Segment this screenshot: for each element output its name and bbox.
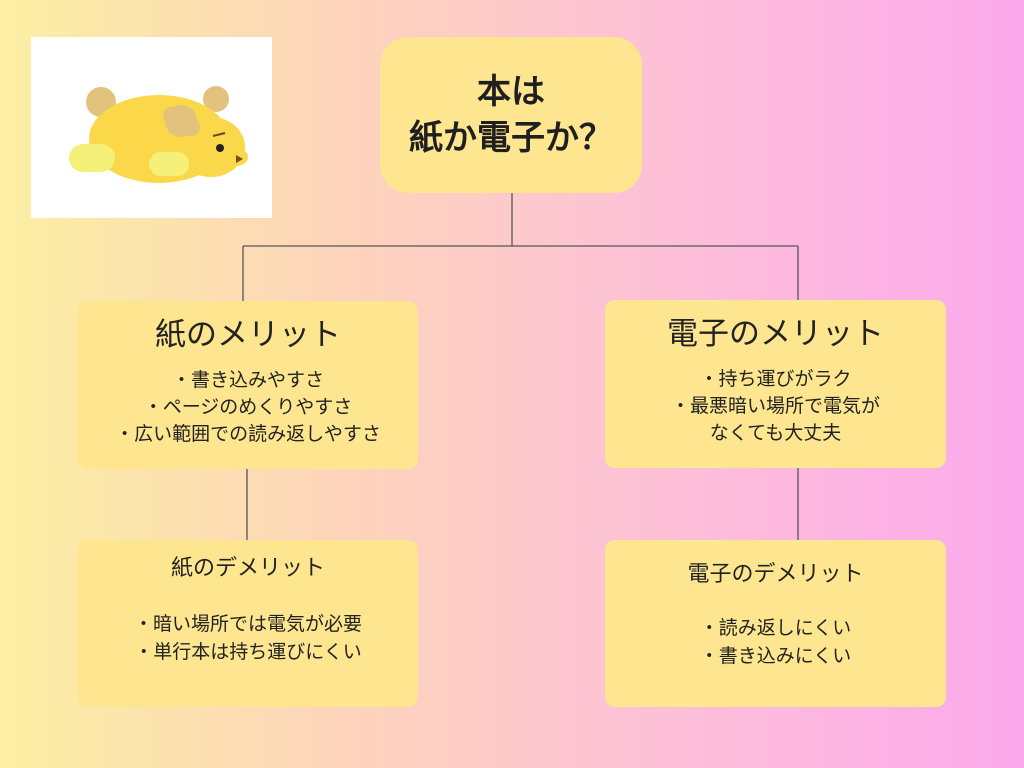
list-item: ・持ち運びがラク [699, 368, 852, 390]
list-item: ・読み返しにくい [699, 617, 852, 639]
root-title-line1: 本は [477, 72, 545, 112]
list-item: ・広い範囲での読み返しやすさ [115, 423, 381, 445]
paper-merit-box: 紙のメリット ・書き込みやすさ ・ページのめくりやすさ ・広い範囲での読み返しや… [78, 301, 418, 469]
digital-merit-list: ・持ち運びがラク ・最悪暗い場所で電気が なくても大丈夫 [605, 366, 946, 447]
digital-merit-box: 電子のメリット ・持ち運びがラク ・最悪暗い場所で電気が なくても大丈夫 [605, 300, 946, 468]
sleeping-dog-icon [69, 86, 248, 183]
paper-demerit-title: 紙のデメリット [170, 556, 325, 581]
mascot-panel [31, 37, 272, 218]
list-item: ・単行本は持ち運びにくい [134, 641, 362, 663]
paper-merit-list: ・書き込みやすさ ・ページのめくりやすさ ・広い範囲での読み返しやすさ [78, 367, 418, 448]
list-item: ・最悪暗い場所で電気が [670, 395, 880, 417]
paper-demerit-list: ・暗い場所では電気が必要 ・単行本は持ち運びにくい [78, 610, 418, 666]
list-item: なくても大丈夫 [709, 422, 842, 444]
list-item: ・暗い場所では電気が必要 [133, 613, 362, 635]
list-item: ・ページのめくりやすさ [143, 396, 353, 418]
paper-demerit-box: 紙のデメリット ・暗い場所では電気が必要 ・単行本は持ち運びにくい [78, 540, 418, 707]
list-item: ・書き込みにくい [699, 645, 852, 667]
root-topic-box: 本は 紙か電子か？ [380, 37, 642, 193]
list-item: ・書き込みやすさ [171, 369, 324, 391]
digital-demerit-list: ・読み返しにくい ・書き込みにくい [605, 614, 946, 670]
digital-demerit-box: 電子のデメリット ・読み返しにくい ・書き込みにくい [605, 540, 946, 707]
digital-demerit-title: 電子のデメリット [687, 562, 864, 587]
paper-merit-title: 紙のメリット [155, 317, 341, 353]
root-title-line2: 紙か電子か？ [409, 118, 613, 158]
digital-merit-title: 電子のメリット [667, 316, 884, 352]
